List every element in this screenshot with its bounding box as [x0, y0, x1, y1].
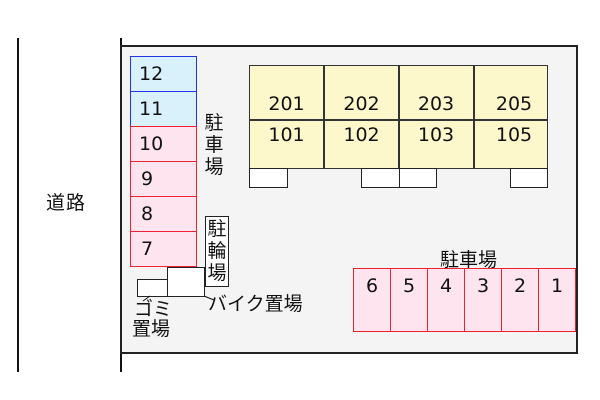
unit-divider [398, 65, 400, 169]
garbage-area-label-line2: 置場 [132, 318, 171, 340]
parking-stall-1: 1 [538, 268, 576, 332]
parking-stall-4: 4 [427, 268, 465, 332]
parking-stall-9: 9 [130, 161, 197, 197]
parking-stall-5: 5 [390, 268, 428, 332]
bike-area-label: バイク置場 [208, 293, 303, 315]
porch-103 [399, 168, 437, 188]
bicycle-parking-label: 駐 輪 場 [205, 216, 229, 287]
parking-stall-6: 6 [353, 268, 391, 332]
porch-105 [510, 168, 548, 188]
parking-stall-10: 10 [130, 126, 197, 162]
bike-area-box [167, 267, 205, 297]
parking-stall-7: 7 [130, 231, 197, 267]
unit-102: 102 [343, 124, 380, 146]
unit-201: 201 [268, 93, 305, 115]
unit-203: 203 [417, 93, 455, 115]
unit-101: 101 [268, 124, 305, 146]
road-edge-line [17, 38, 19, 372]
road-label: 道路 [46, 192, 87, 214]
unit-205: 205 [495, 93, 533, 115]
unit-105: 105 [495, 124, 533, 146]
garbage-area-label-line1: ゴミ [134, 298, 173, 320]
parking-stall-12: 12 [130, 56, 197, 92]
unit-103: 103 [417, 124, 455, 146]
parking-stall-3: 3 [464, 268, 502, 332]
bottom-parking-label: 駐車場 [440, 249, 498, 271]
left-parking-label: 駐 車 場 [204, 112, 224, 178]
porch-101 [249, 168, 288, 188]
parking-stall-2: 2 [501, 268, 539, 332]
unit-divider [473, 65, 475, 169]
unit-divider [323, 65, 325, 169]
unit-202: 202 [343, 93, 380, 115]
parking-stall-8: 8 [130, 196, 197, 232]
